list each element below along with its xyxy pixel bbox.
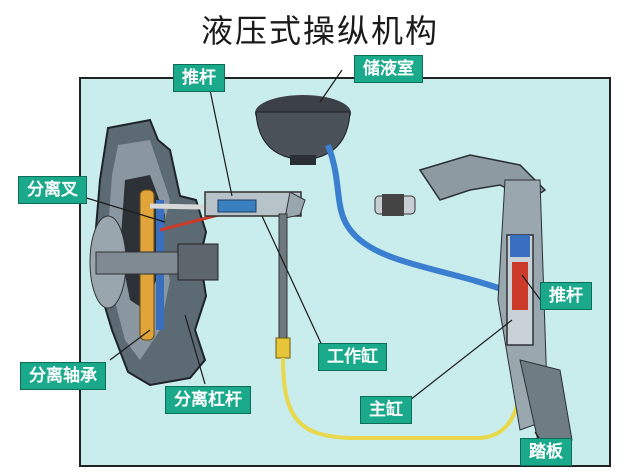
label-fork: 分离叉 bbox=[18, 176, 87, 204]
label-push-rod-top: 推杆 bbox=[173, 64, 225, 92]
slave-cylinder bbox=[205, 192, 305, 218]
label-reservoir: 储液室 bbox=[354, 55, 423, 83]
label-master-cylinder: 主缸 bbox=[360, 396, 412, 424]
master-cylinder bbox=[507, 235, 533, 345]
label-release-bearing: 分离轴承 bbox=[20, 362, 106, 390]
label-release-lever: 分离杠杆 bbox=[165, 386, 251, 414]
label-push-rod-right: 推杆 bbox=[540, 282, 592, 310]
label-pedal: 踏板 bbox=[520, 438, 572, 466]
label-slave-cylinder: 工作缸 bbox=[318, 343, 387, 371]
